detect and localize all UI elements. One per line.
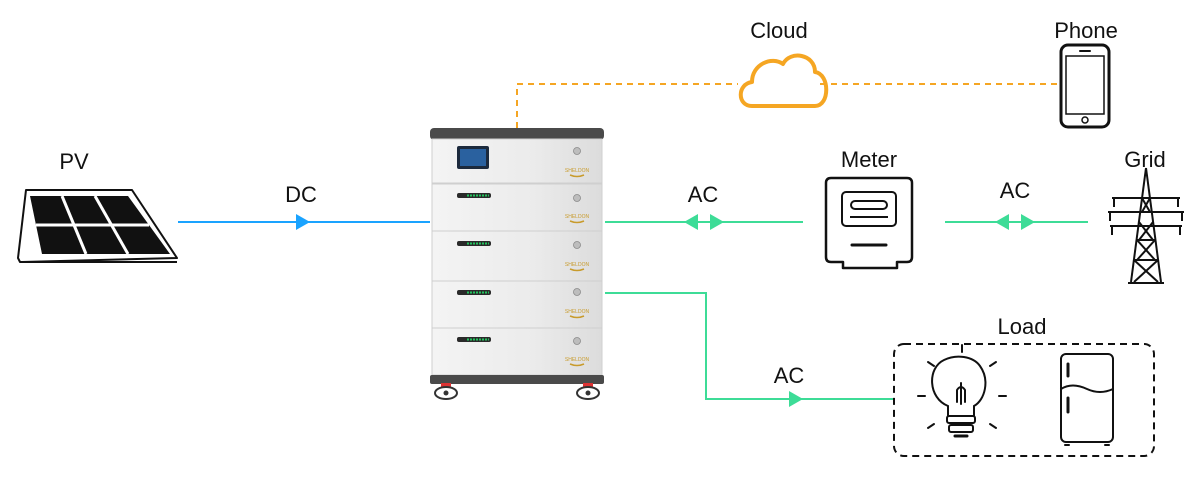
battery-logo: SHELDON — [565, 214, 590, 220]
ac-arrow-right — [710, 214, 724, 230]
meter-label: Meter — [841, 147, 897, 172]
battery-module-2: SHELDON — [431, 230, 603, 282]
solar-panel-icon — [17, 189, 178, 263]
load-group — [893, 343, 1155, 457]
battery-top-cap — [430, 128, 604, 140]
battery-wheel-left — [434, 383, 458, 400]
ac-label-battery-meter: AC — [688, 182, 719, 207]
dc-label: DC — [285, 182, 317, 207]
pv-label: PV — [59, 149, 89, 174]
dc-connection — [178, 214, 430, 230]
load-label: Load — [998, 314, 1047, 339]
cloud-icon — [738, 53, 829, 108]
ac-connection-meter-grid — [945, 214, 1088, 230]
ac-label-meter-grid: AC — [1000, 178, 1031, 203]
battery-module-3: SHELDON — [431, 280, 603, 329]
ac-connection-battery-load — [605, 292, 893, 407]
light-bulb-icon — [917, 344, 1007, 438]
refrigerator-icon — [1060, 353, 1114, 446]
energy-meter-icon — [824, 176, 914, 270]
battery-logo: SHELDON — [565, 309, 590, 315]
battery-logo: SHELDON — [565, 357, 590, 363]
grid-label: Grid — [1124, 147, 1166, 172]
ac-connection-battery-meter — [605, 214, 803, 230]
ac-arrow-left — [684, 214, 698, 230]
battery-wheel-right — [576, 383, 600, 400]
battery-module-1: SHELDON — [431, 183, 603, 232]
battery-base — [430, 375, 604, 384]
ac-arrow-load — [789, 391, 803, 407]
ac-label-battery-load: AC — [774, 363, 805, 388]
phone-label: Phone — [1054, 18, 1118, 43]
battery-logo: SHELDON — [565, 262, 590, 268]
ac-arrow-left — [995, 214, 1009, 230]
battery-stack-icon: SHELDON SHELDON SHELDON SHELDON — [430, 128, 604, 400]
battery-module-4: SHELDON — [431, 327, 603, 376]
load-boundary — [893, 343, 1155, 457]
transmission-tower-icon — [1108, 167, 1184, 284]
smartphone-icon — [1059, 43, 1111, 129]
dc-arrow — [296, 214, 310, 230]
wireless-connection — [516, 83, 1058, 128]
ac-arrow-right — [1021, 214, 1035, 230]
battery-logo: SHELDON — [565, 168, 590, 174]
cloud-label: Cloud — [750, 18, 807, 43]
